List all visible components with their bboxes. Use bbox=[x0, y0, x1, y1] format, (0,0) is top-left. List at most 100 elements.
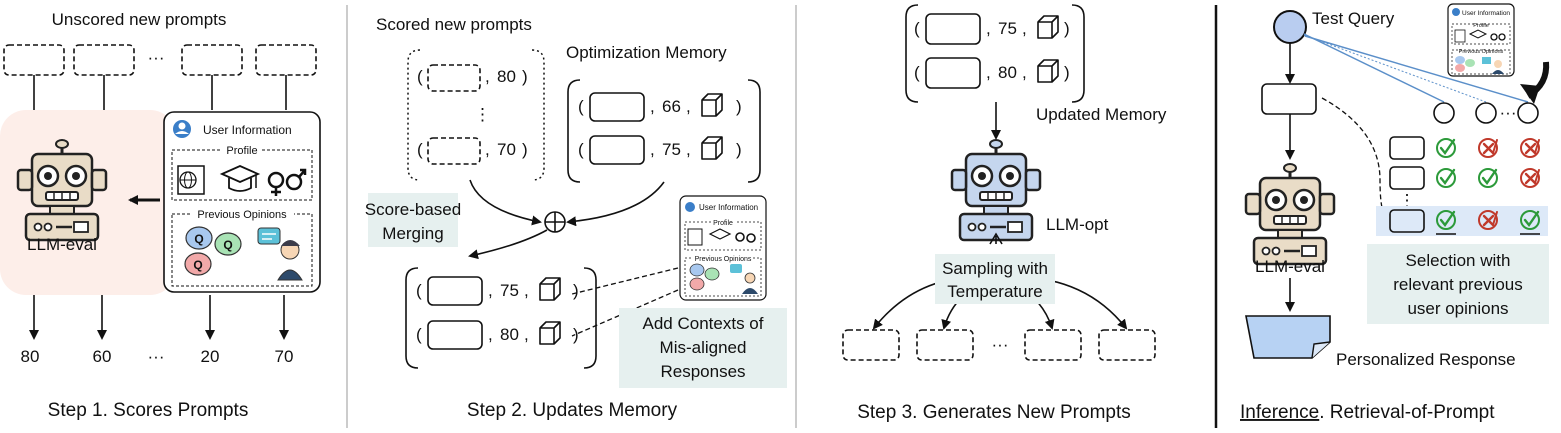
inference-user-info-title: User Information bbox=[1462, 10, 1510, 17]
test-query-node bbox=[1273, 10, 1307, 44]
retrieval-lines bbox=[1303, 33, 1529, 103]
check-bad-icon bbox=[1519, 167, 1541, 189]
memory-score: 66 bbox=[662, 97, 681, 116]
score-value: 70 bbox=[275, 347, 294, 366]
candidate-vertical-ellipsis: ⋮ bbox=[1399, 191, 1416, 210]
context-cube-icon bbox=[701, 93, 723, 117]
retrieved-prompt-box bbox=[1261, 83, 1317, 115]
context-cube-icon bbox=[539, 277, 561, 301]
unscored-prompt-box bbox=[3, 44, 65, 76]
test-query-label: Test Query bbox=[1312, 9, 1395, 28]
llm-eval-label: LLM-eval bbox=[27, 235, 97, 254]
score-value: 20 bbox=[201, 347, 220, 366]
svg-text:): ) bbox=[522, 67, 528, 86]
score-based-merging-box bbox=[368, 193, 458, 247]
sampling-line2: Temperature bbox=[947, 282, 1042, 301]
merged-score: 75 bbox=[500, 281, 519, 300]
profile-label: Profile bbox=[226, 145, 257, 157]
scored-prompt-box bbox=[427, 64, 481, 92]
scored-value: 80 bbox=[497, 67, 516, 86]
svg-text:,: , bbox=[485, 67, 490, 86]
add-contexts-box bbox=[619, 308, 787, 388]
previous-opinions-label: Previous Opinions bbox=[197, 209, 287, 221]
opinion-node-ellipsis: ··· bbox=[1500, 103, 1517, 122]
svg-text:): ) bbox=[573, 281, 579, 300]
candidate-prompt-box bbox=[1389, 136, 1425, 160]
id-card-globe-icon bbox=[177, 165, 205, 195]
svg-text:,: , bbox=[1022, 19, 1027, 38]
score-ellipsis: ··· bbox=[148, 347, 165, 366]
unscored-prompt-box bbox=[73, 44, 135, 76]
svg-text:(: ( bbox=[417, 67, 423, 86]
selected-prompt-box bbox=[1389, 209, 1425, 233]
context-cube-icon bbox=[1037, 15, 1059, 39]
gender-symbols-icon bbox=[267, 168, 307, 196]
optimization-memory-label: Optimization Memory bbox=[566, 43, 727, 62]
updated-score: 75 bbox=[998, 19, 1017, 38]
merging-label-line1: Score-based bbox=[365, 200, 461, 219]
updated-prompt-box bbox=[925, 13, 981, 45]
selection-box bbox=[1367, 244, 1549, 324]
svg-text:,: , bbox=[650, 140, 655, 159]
candidate-prompt-box bbox=[1389, 166, 1425, 190]
add-contexts-line2: Mis-aligned bbox=[660, 338, 747, 357]
step1-panel: Unscored new prompts ··· LLM-eval User I… bbox=[0, 10, 321, 421]
inference-user-information-card: User Information Profile Previous Opinio… bbox=[1447, 3, 1515, 77]
personalized-response-label: Personalized Response bbox=[1336, 350, 1516, 369]
user-information-card: User Information Profile bbox=[163, 111, 321, 293]
response-document-icon bbox=[1245, 315, 1331, 359]
svg-text:(: ( bbox=[416, 281, 422, 300]
svg-text:,: , bbox=[488, 325, 493, 344]
svg-text:): ) bbox=[573, 325, 579, 344]
svg-text:(: ( bbox=[416, 325, 422, 344]
user-info-title: User Information bbox=[203, 123, 292, 137]
context-cube-icon bbox=[701, 136, 723, 160]
step3-panel: ( , 75 , ) ( , 80 , ) Updated Memory LLM… bbox=[842, 4, 1167, 423]
opinion-node bbox=[1475, 102, 1497, 124]
check-ok-icon bbox=[1435, 137, 1457, 159]
inference-panel: Test Query LLM-eval Personalized Respons… bbox=[1240, 3, 1550, 423]
inference-profile-label: Profile bbox=[1473, 23, 1489, 29]
svg-text:Q: Q bbox=[193, 258, 202, 272]
llm-opt-label: LLM-opt bbox=[1046, 215, 1109, 234]
merge-operator-icon bbox=[544, 211, 566, 233]
mini-profile-label: Profile bbox=[713, 220, 733, 227]
step3-caption: Step 3. Generates New Prompts bbox=[857, 402, 1131, 423]
merged-score: 80 bbox=[500, 325, 519, 344]
svg-text:(: ( bbox=[914, 19, 920, 38]
inference-caption: Inference. Retrieval-of-Prompt bbox=[1240, 402, 1495, 423]
memory-prompt-box bbox=[589, 92, 645, 122]
svg-text:(: ( bbox=[914, 63, 920, 82]
svg-text:): ) bbox=[736, 97, 742, 116]
svg-text:,: , bbox=[650, 97, 655, 116]
inference-llm-eval-robot-icon bbox=[1244, 162, 1336, 266]
context-cube-icon bbox=[539, 321, 561, 345]
opinion-node bbox=[1517, 102, 1539, 124]
memory-prompt-box bbox=[589, 135, 645, 165]
svg-text:,: , bbox=[485, 140, 490, 159]
svg-text:,: , bbox=[524, 325, 529, 344]
scored-value: 70 bbox=[497, 140, 516, 159]
score-value: 80 bbox=[21, 347, 40, 366]
check-ok-icon bbox=[1477, 167, 1499, 189]
person-speech-icon bbox=[257, 227, 303, 281]
updated-memory-label: Updated Memory bbox=[1036, 105, 1167, 124]
sampling-line1: Sampling with bbox=[942, 259, 1048, 278]
add-contexts-line3: Responses bbox=[660, 362, 745, 381]
inference-caption-underlined: Inference bbox=[1240, 402, 1319, 423]
updated-score: 80 bbox=[998, 63, 1017, 82]
check-bad-icon bbox=[1477, 137, 1499, 159]
inference-llm-eval-label: LLM-eval bbox=[1255, 257, 1325, 276]
merging-label-line2: Merging bbox=[382, 224, 443, 243]
memory-score: 75 bbox=[662, 140, 681, 159]
step2-panel: Scored new prompts Optimization Memory (… bbox=[365, 15, 787, 421]
llm-opt-robot-icon bbox=[950, 138, 1042, 242]
svg-text:,: , bbox=[524, 281, 529, 300]
scored-vertical-ellipsis: ⋮ bbox=[474, 105, 491, 124]
mini-user-info-title: User Information bbox=[699, 203, 758, 212]
svg-text:,: , bbox=[986, 63, 991, 82]
step1-caption: Step 1. Scores Prompts bbox=[48, 400, 249, 421]
svg-text:): ) bbox=[736, 140, 742, 159]
opinion-node bbox=[1433, 102, 1455, 124]
unscored-prompts-label: Unscored new prompts bbox=[52, 10, 227, 29]
